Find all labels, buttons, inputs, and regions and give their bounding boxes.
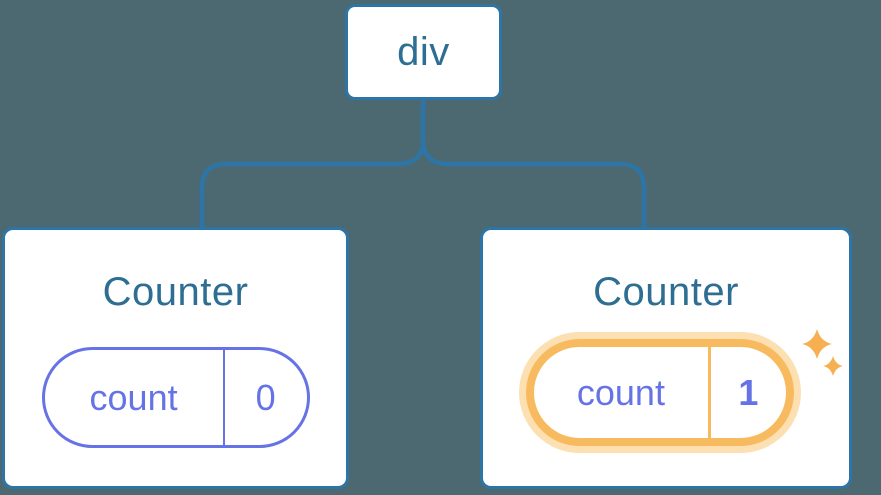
- connector-left-branch: [199, 99, 426, 228]
- counter-card-left: Counter count 0: [2, 227, 349, 489]
- state-value: 0: [255, 376, 276, 418]
- sparkle-large: [802, 329, 832, 359]
- root-node-div: div: [345, 4, 502, 100]
- counter-card-right: Counter count 1: [480, 227, 852, 489]
- sparkle-small: [823, 356, 843, 376]
- state-name: count: [534, 347, 711, 438]
- state-pill: count 0: [41, 347, 310, 448]
- counter-title: Counter: [593, 270, 739, 314]
- state-value: 1: [738, 371, 759, 413]
- state-pill-highlighted: count 1: [526, 339, 794, 446]
- root-node-label: div: [397, 29, 450, 74]
- connector-right-branch: [420, 99, 647, 228]
- counter-title: Counter: [102, 270, 249, 314]
- state-name: count: [45, 350, 225, 445]
